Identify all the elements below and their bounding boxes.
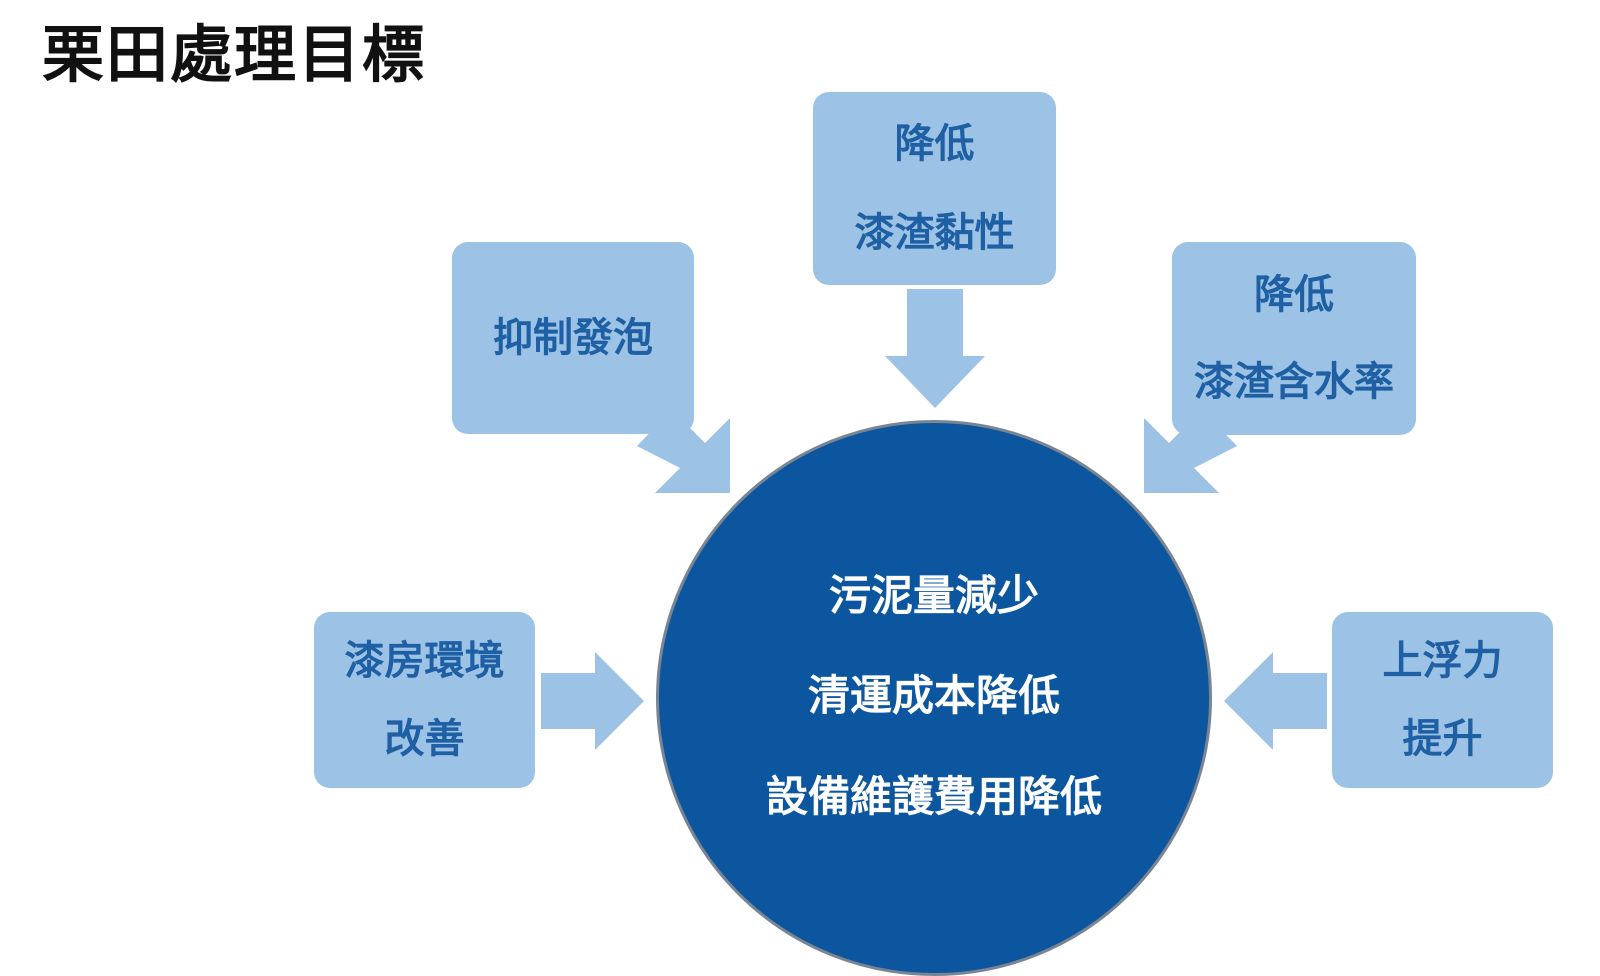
- arrow-down-icon: [885, 289, 985, 408]
- box-line: 降低: [1254, 272, 1334, 319]
- goal-box-suppress-foaming: 抑制發泡: [452, 242, 694, 434]
- goal-box-paint-room-environment: 漆房環境 改善: [314, 612, 535, 788]
- box-line: 上浮力: [1382, 638, 1503, 684]
- box-line: 降低: [894, 121, 975, 168]
- goal-box-reduce-sludge-viscosity: 降低 漆渣黏性: [813, 92, 1056, 285]
- goal-box-reduce-sludge-water-content: 降低 漆渣含水率: [1172, 242, 1416, 435]
- box-line: 漆房環境: [344, 638, 505, 684]
- box-line: 改善: [384, 716, 465, 762]
- box-line: 漆渣黏性: [854, 209, 1015, 256]
- goal-box-buoyancy-increase: 上浮力 提升: [1332, 612, 1553, 788]
- box-line: 漆渣含水率: [1194, 358, 1394, 405]
- center-line: 污泥量減少: [828, 571, 1039, 620]
- arrow-right-icon: [541, 652, 644, 750]
- box-line: 抑制發泡: [493, 315, 653, 361]
- center-line: 設備維護費用降低: [765, 771, 1102, 821]
- center-outcome-circle: 污泥量減少 清運成本降低 設備維護費用降低: [656, 420, 1212, 976]
- center-line: 清運成本降低: [807, 671, 1060, 721]
- page-title: 栗田處理目標: [42, 18, 427, 91]
- box-line: 提升: [1402, 716, 1483, 762]
- arrow-left-icon: [1224, 652, 1327, 750]
